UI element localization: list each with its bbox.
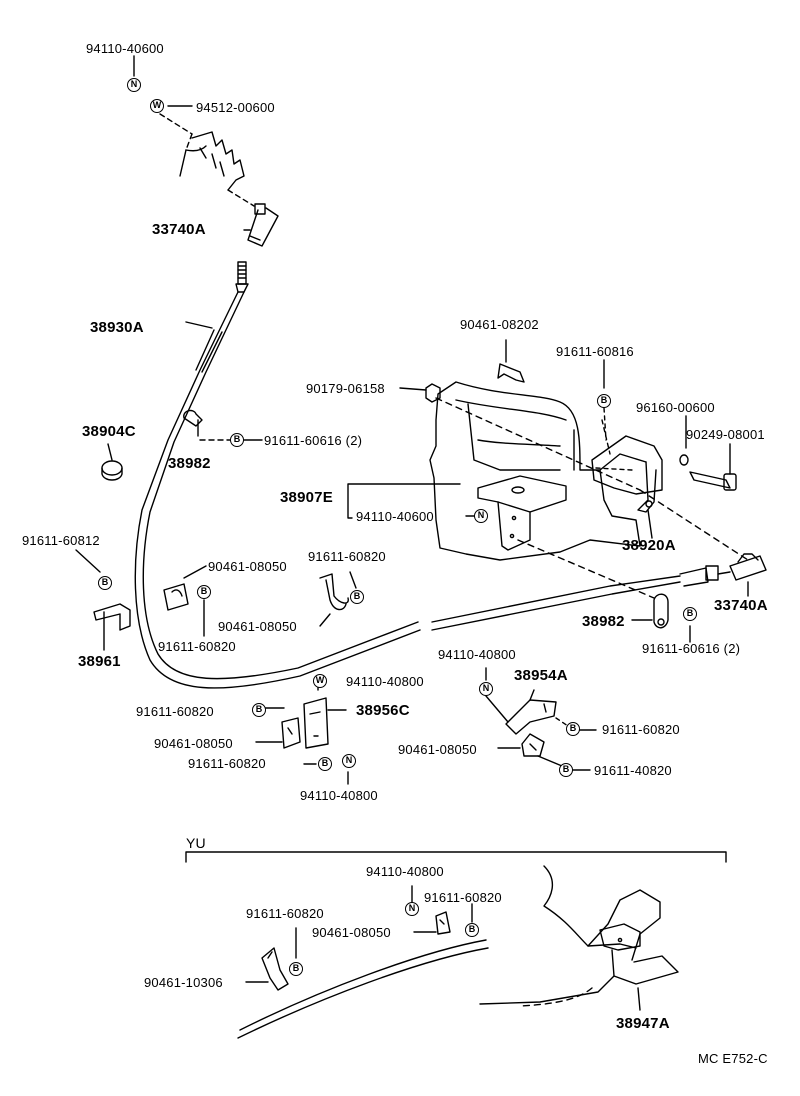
part-number-96160-00600: 96160-00600 xyxy=(636,400,715,415)
part-number-90461-08050-a: 90461-08050 xyxy=(208,559,287,574)
bolt-symbol-icon: B xyxy=(683,607,697,621)
part-number-38930a: 38930A xyxy=(90,319,144,336)
part-number-90179-06158: 90179-06158 xyxy=(306,381,385,396)
part-number-94110-40800-a: 94110-40800 xyxy=(438,647,516,662)
part-number-94110-40600-top: 94110-40600 xyxy=(86,41,164,56)
part-number-33740a-top: 33740A xyxy=(152,221,206,238)
cable-boot-assembly xyxy=(133,55,279,247)
bolt-symbol-icon: B xyxy=(559,763,573,777)
part-number-38904c: 38904C xyxy=(82,423,136,440)
bolt-symbol-icon: B xyxy=(566,722,580,736)
part-number-94110-40600-mid: 94110-40600 xyxy=(356,509,434,524)
part-number-90461-08050-c: 90461-08050 xyxy=(154,736,233,751)
nut-symbol-icon: N xyxy=(479,682,493,696)
lower-brackets xyxy=(255,667,597,785)
part-number-91611-60820-yu2: 91611-60820 xyxy=(424,890,502,905)
part-number-91611-60820-c: 91611-60820 xyxy=(136,704,214,719)
part-number-90461-08050-d: 90461-08050 xyxy=(398,742,477,757)
part-number-38947a: 38947A xyxy=(616,1015,670,1032)
bolt-symbol-icon: B xyxy=(289,962,303,976)
bolt-symbol-icon: B xyxy=(98,576,112,590)
nut-symbol-icon: N xyxy=(127,78,141,92)
washer-symbol-icon: W xyxy=(313,674,327,688)
diagram-code: MC E752-C xyxy=(698,1051,768,1066)
part-number-90461-08202: 90461-08202 xyxy=(460,317,539,332)
nut-symbol-icon: N xyxy=(342,754,356,768)
yu-variant xyxy=(185,851,727,1039)
bolt-symbol-icon: B xyxy=(230,433,244,447)
part-number-94110-40800-yu: 94110-40800 xyxy=(366,864,444,879)
part-number-38954a: 38954A xyxy=(514,667,568,684)
nut-symbol-icon: N xyxy=(405,902,419,916)
bolt-symbol-icon: B xyxy=(318,757,332,771)
part-number-38920a: 38920A xyxy=(622,537,676,554)
part-number-33740a-right: 33740A xyxy=(714,597,768,614)
part-number-91611-60820-b: 91611-60820 xyxy=(158,639,236,654)
part-number-91611-60812: 91611-60812 xyxy=(22,533,100,548)
main-cable xyxy=(134,261,767,689)
part-number-91611-60820-e: 91611-60820 xyxy=(188,756,266,771)
bolt-symbol-icon: B xyxy=(465,923,479,937)
part-number-90249-08001: 90249-08001 xyxy=(686,427,765,442)
part-number-38982-right: 38982 xyxy=(582,613,625,630)
part-number-91611-60616-left: 91611-60616 (2) xyxy=(264,433,363,448)
part-number-38956c: 38956C xyxy=(356,702,410,719)
part-number-91611-40820: 91611-40820 xyxy=(594,763,672,778)
part-number-38907e: 38907E xyxy=(280,489,333,506)
bolt-symbol-icon: B xyxy=(252,703,266,717)
part-number-91611-60616-right: 91611-60616 (2) xyxy=(642,641,741,656)
part-number-38982-left: 38982 xyxy=(168,455,211,472)
part-number-91611-60820-a: 91611-60820 xyxy=(308,549,386,564)
transmission-case xyxy=(347,339,749,643)
small-parts-left xyxy=(75,409,357,651)
part-number-91611-60820-d: 91611-60820 xyxy=(602,722,680,737)
washer-symbol-icon: W xyxy=(150,99,164,113)
bolt-symbol-icon: B xyxy=(350,590,364,604)
part-number-91611-60820-yu1: 91611-60820 xyxy=(246,906,324,921)
nut-symbol-icon: N xyxy=(474,509,488,523)
part-number-94512-00600: 94512-00600 xyxy=(196,100,275,115)
part-number-94110-40800-b: 94110-40800 xyxy=(300,788,378,803)
part-number-38961: 38961 xyxy=(78,653,121,670)
part-number-90461-08050-yu: 90461-08050 xyxy=(312,925,391,940)
bolt-symbol-icon: B xyxy=(197,585,211,599)
part-number-90461-10306: 90461-10306 xyxy=(144,975,223,990)
variant-label-yu: YU xyxy=(186,835,206,851)
part-number-90461-08050-b: 90461-08050 xyxy=(218,619,297,634)
part-number-91611-60816: 91611-60816 xyxy=(556,344,634,359)
bolt-symbol-icon: B xyxy=(597,394,611,408)
part-number-94110-40800-w: 94110-40800 xyxy=(346,674,424,689)
